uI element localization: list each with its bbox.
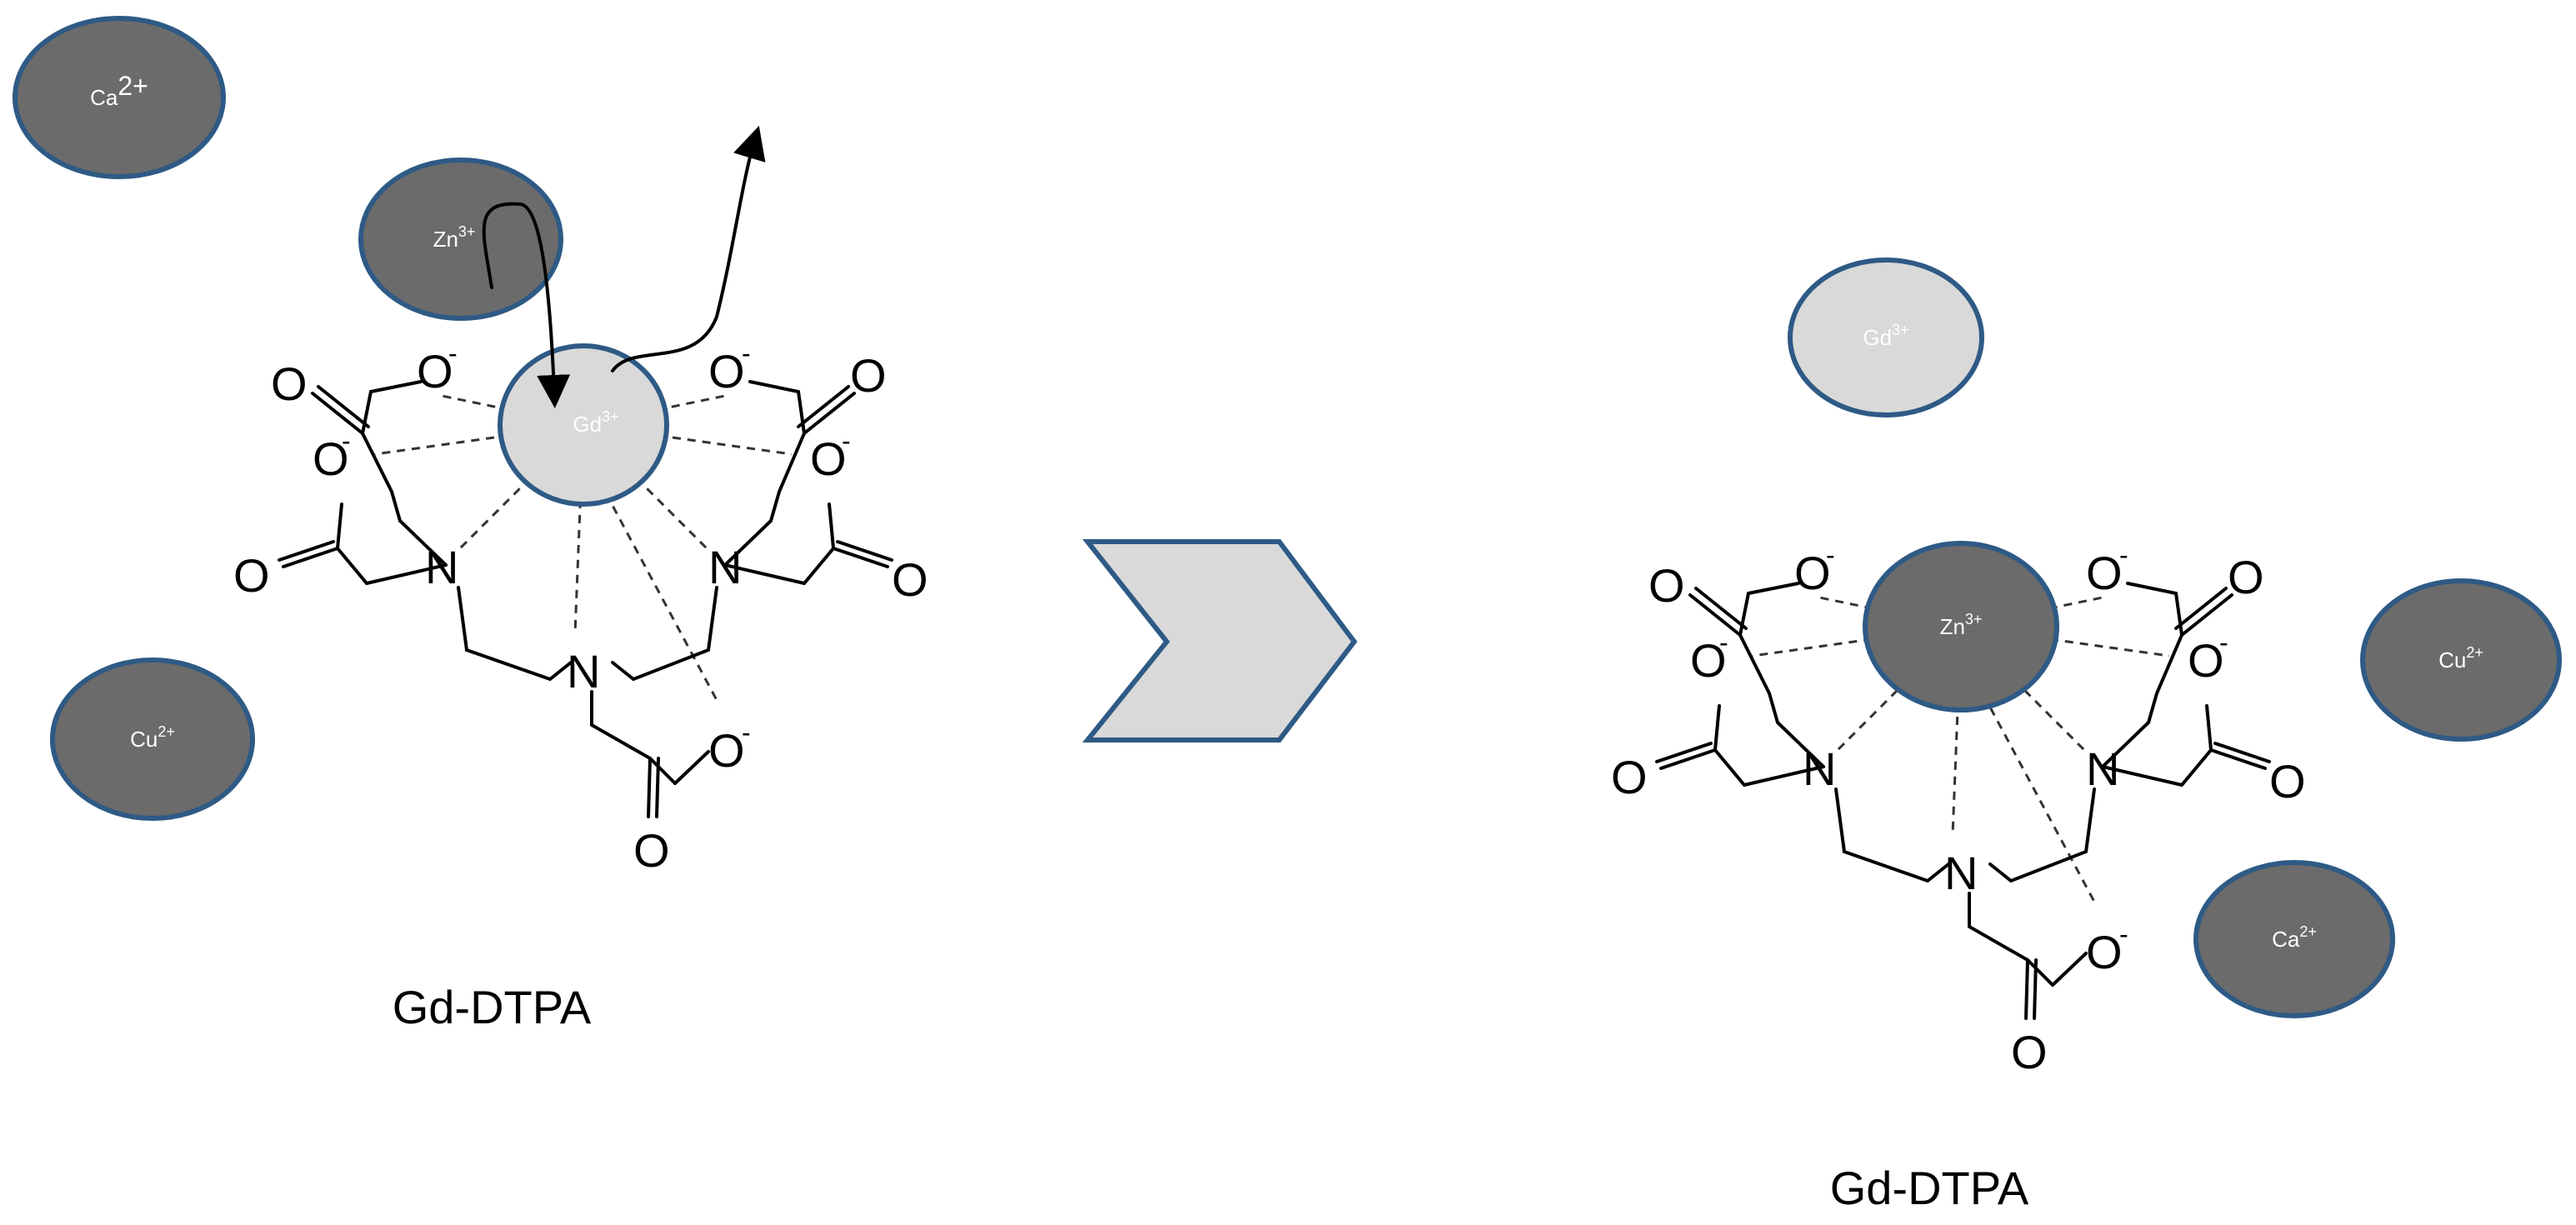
left-zn-charge: 3+	[458, 223, 476, 240]
left-o-6: O	[850, 349, 887, 402]
right-center-zn: Zn3+	[1863, 541, 2059, 712]
left-center-gd: Gd3+	[498, 343, 669, 507]
left-o-2: O	[417, 345, 453, 398]
left-ca-charge: 2+	[118, 71, 148, 101]
left-cu-ion: Cu2+	[50, 658, 255, 821]
svg-text:Gd3+: Gd3+	[1863, 322, 1908, 350]
right-o-6: O	[2228, 551, 2264, 603]
left-o-4: O	[233, 549, 270, 602]
left-cu-charge: 2+	[158, 723, 175, 740]
left-n-1: N	[425, 541, 458, 593]
right-o-5: O	[2086, 547, 2123, 599]
right-gd-symbol: Gd	[1863, 325, 1892, 350]
right-n-2: N	[1944, 847, 1978, 899]
left-o-3-minus: -	[342, 426, 351, 456]
zn-entry-arrow	[482, 202, 571, 408]
right-gd-charge: 3+	[1892, 322, 1909, 338]
gd-exit-arrow	[611, 125, 766, 372]
right-complex-title: Gd-DTPA	[1830, 1162, 2029, 1214]
right-o-9-minus: -	[2119, 919, 2128, 949]
right-o-2-minus: -	[1826, 540, 1835, 570]
right-o-8: O	[2269, 755, 2306, 808]
right-o-7: O	[2188, 634, 2224, 687]
right-o-4: O	[1611, 751, 1648, 803]
left-zn-symbol: Zn	[433, 227, 458, 252]
right-ca-symbol: Ca	[2272, 927, 2300, 952]
left-o-5-minus: -	[742, 338, 751, 368]
left-n-3: N	[708, 541, 742, 593]
right-o-3-minus: -	[1719, 628, 1728, 658]
right-center-symbol: Zn	[1940, 614, 1965, 639]
left-o-1: O	[271, 358, 308, 410]
left-ca-symbol: Ca	[90, 85, 118, 110]
left-o-9: O	[708, 724, 745, 777]
left-center-charge: 3+	[602, 408, 619, 425]
svg-text:Ca2+: Ca2+	[90, 71, 148, 110]
left-o-7: O	[810, 432, 847, 485]
left-complex-title: Gd-DTPA	[393, 981, 592, 1033]
right-dtpa-ligand: O O - O - O N N N O - O O - O O - O	[1611, 540, 2306, 1078]
right-ca-charge: 2+	[2299, 923, 2317, 940]
left-o-9-minus: -	[742, 718, 751, 748]
right-cu-symbol: Cu	[2438, 648, 2466, 672]
right-n-1: N	[1803, 742, 1836, 795]
svg-text:Ca2+: Ca2+	[2272, 923, 2317, 952]
right-o-2: O	[1794, 547, 1831, 599]
left-o-5: O	[708, 345, 745, 398]
left-zn-ion: Zn3+	[358, 158, 563, 321]
right-o-1: O	[1648, 559, 1685, 612]
left-o-7-minus: -	[842, 426, 851, 456]
svg-text:Zn3+: Zn3+	[433, 223, 476, 252]
right-ca-ion: Ca2+	[2193, 860, 2395, 1018]
right-center-charge: 3+	[1965, 611, 1983, 628]
left-panel: Ca2+ Zn3+ Cu2+ O O - O - O N N N O - O O	[13, 16, 928, 1033]
right-panel: Gd3+ Cu2+ Ca2+ O O - O - O N N N O - O O…	[1611, 258, 2562, 1214]
svg-text:Gd3+: Gd3+	[573, 408, 618, 437]
right-o-3: O	[1690, 634, 1727, 687]
left-o-10: O	[633, 824, 670, 877]
left-o-8: O	[892, 553, 928, 606]
right-o-7-minus: -	[2219, 628, 2228, 658]
svg-text:Cu2+: Cu2+	[130, 723, 175, 752]
right-o-10: O	[2011, 1026, 2048, 1078]
left-ca-ion: Ca2+	[13, 16, 226, 179]
left-cu-symbol: Cu	[130, 727, 158, 752]
right-cu-ion: Cu2+	[2360, 578, 2562, 742]
reaction-arrow	[1082, 539, 1358, 742]
right-o-9: O	[2086, 926, 2123, 978]
left-dtpa-ligand: O O - O - O N N N O - O O - O O - O	[233, 338, 928, 877]
left-center-symbol: Gd	[573, 412, 602, 437]
svg-text:Zn3+: Zn3+	[1940, 611, 1983, 639]
left-o-2-minus: -	[448, 338, 458, 368]
left-o-3: O	[313, 432, 349, 485]
right-gd-ion: Gd3+	[1788, 258, 1984, 418]
right-cu-charge: 2+	[2466, 644, 2483, 661]
right-o-5-minus: -	[2119, 540, 2128, 570]
right-n-3: N	[2086, 742, 2119, 795]
left-n-2: N	[567, 645, 600, 698]
svg-text:Cu2+: Cu2+	[2438, 644, 2483, 672]
